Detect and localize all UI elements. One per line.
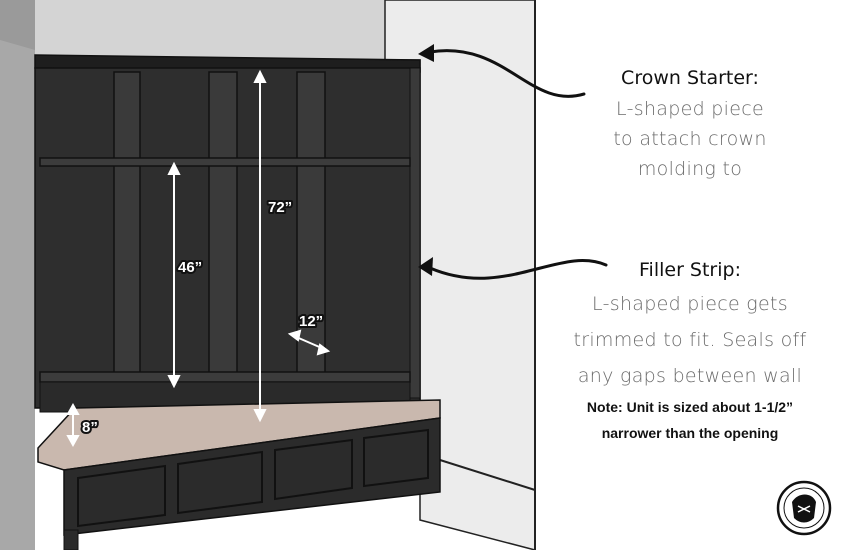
arrow-icon — [418, 257, 433, 276]
divider-2 — [208, 71, 238, 413]
dimension-lines — [66, 69, 331, 448]
dim-label-8: 8” — [82, 419, 98, 436]
drawer-panels — [77, 428, 429, 528]
drawer-4 — [363, 428, 429, 488]
bench-base — [63, 417, 441, 536]
arrow-icon — [253, 409, 267, 423]
crown-starter-title: Crown Starter: — [621, 67, 759, 89]
arrow-icon — [66, 435, 80, 448]
crown-line-1: L-shaped piece — [616, 98, 764, 120]
arrow-icon — [66, 402, 80, 415]
bench-foot — [63, 529, 79, 550]
crown-line-2: to attach crown — [613, 128, 767, 150]
filler-callout-arrow — [428, 259, 608, 280]
filler-strip-callout: Filler Strip: L-shaped piece gets trimme… — [555, 254, 825, 446]
crown-callout-arrow — [428, 49, 586, 98]
callout-arrows — [428, 49, 608, 280]
shelf-1 — [39, 157, 411, 167]
arrow-icon — [167, 161, 181, 175]
filler-line-3: any gaps between wall — [577, 365, 803, 387]
drawer-1 — [77, 464, 166, 528]
right-wall-floor-line — [439, 459, 536, 491]
cubby-shelves — [39, 371, 411, 383]
filler-strip-title: Filler Strip: — [639, 259, 741, 281]
dim-label-72: 72” — [268, 199, 292, 216]
left-wall-floor-edge — [0, 0, 35, 50]
filler-note-1: Note: Unit is sized about 1-1/2” — [586, 399, 794, 415]
divider-3 — [296, 71, 326, 413]
back-wall — [35, 0, 385, 60]
arrow-icon — [253, 69, 267, 83]
cubby-shelf — [39, 371, 411, 383]
arrow-icon — [418, 44, 434, 62]
drawer-3 — [274, 438, 353, 501]
dim-label-12: 12” — [299, 313, 323, 330]
dividers — [113, 71, 326, 413]
dim-label-46: 46” — [178, 259, 202, 276]
filler-line-1: L-shaped piece gets — [592, 293, 788, 315]
top-shelves — [39, 157, 411, 167]
crown-starter-callout: Crown Starter: L-shaped piece to attach … — [575, 62, 805, 184]
drawer-2 — [177, 450, 263, 515]
crown-line-3: molding to — [637, 158, 743, 180]
filler-note-2: narrower than the opening — [601, 425, 779, 441]
filler-strip — [409, 67, 421, 399]
filler-line-2: trimmed to fit. Seals off — [573, 329, 807, 351]
arrow-icon — [287, 329, 302, 342]
arrow-icon — [316, 343, 331, 356]
logo-icon — [776, 480, 832, 536]
left-wall — [0, 0, 35, 550]
divider-1 — [113, 71, 141, 393]
arrow-icon — [167, 375, 181, 389]
